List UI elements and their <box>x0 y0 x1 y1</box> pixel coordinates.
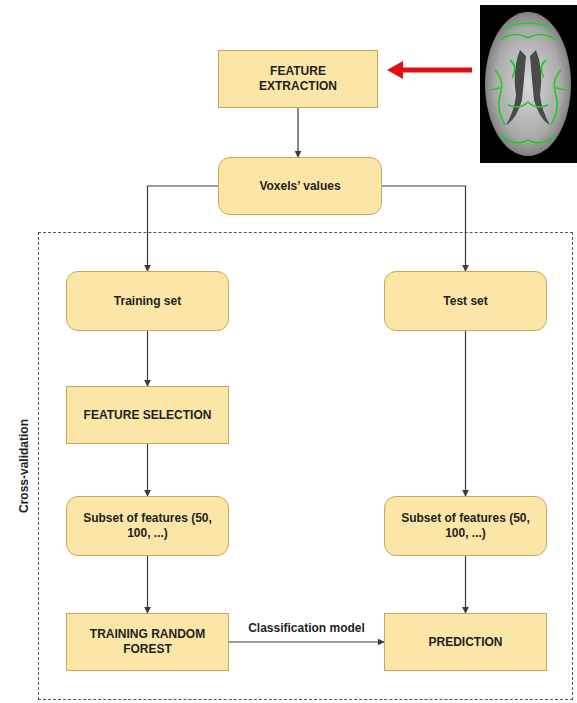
connector-arrow <box>465 331 466 496</box>
tract-line <box>490 88 566 90</box>
data-box: Test set <box>384 271 547 331</box>
box-label: Subset of features (50, 100, ...) <box>399 511 532 541</box>
tract-line <box>506 23 550 28</box>
box-label: FEATURE SELECTION <box>84 408 212 423</box>
connector-arrow <box>147 331 148 386</box>
ventricle <box>530 50 550 125</box>
connector-arrow <box>147 556 148 613</box>
connector-arrow <box>148 186 219 271</box>
connector-arrow <box>229 641 384 642</box>
image-ground <box>480 5 577 163</box>
region-label: Cross-validation <box>17 366 31 566</box>
data-box: Training set <box>66 271 229 331</box>
connector-arrow <box>147 444 148 496</box>
arrow-shaft <box>400 68 472 73</box>
box-label: Training set <box>114 294 181 309</box>
edge-label: Classification model <box>245 621 368 636</box>
tract-line <box>500 34 556 40</box>
ventricle <box>506 50 526 125</box>
connector-arrow <box>465 556 466 613</box>
tract-line <box>495 70 505 125</box>
box-label: Voxels’ values <box>259 179 340 194</box>
tract-line <box>508 102 548 107</box>
tract-line <box>541 60 546 78</box>
process-box: FEATURE EXTRACTION <box>218 50 378 108</box>
process-box: PREDICTION <box>384 613 547 671</box>
tract-line <box>510 60 515 78</box>
data-box: Subset of features (50, 100, ...) <box>384 496 547 556</box>
box-label: TRAINING RANDOM FOREST <box>81 627 214 657</box>
connector-arrow <box>382 186 466 271</box>
process-box: TRAINING RANDOM FOREST <box>66 613 229 671</box>
connector-arrow <box>297 108 298 157</box>
process-box: FEATURE SELECTION <box>66 386 229 444</box>
box-label: PREDICTION <box>428 635 502 650</box>
arrow-head <box>387 61 403 79</box>
brain-slice <box>485 12 571 156</box>
brain-image <box>480 5 577 163</box>
data-box: Voxels’ values <box>218 157 382 215</box>
box-label: Subset of features (50, 100, ...) <box>81 511 214 541</box>
tract-line <box>500 135 556 143</box>
tract-line <box>551 70 561 125</box>
box-label: FEATURE EXTRACTION <box>233 64 363 94</box>
data-box: Subset of features (50, 100, ...) <box>66 496 229 556</box>
callout-arrow <box>387 61 472 79</box>
box-label: Test set <box>443 294 487 309</box>
tract-skeleton <box>490 23 566 143</box>
